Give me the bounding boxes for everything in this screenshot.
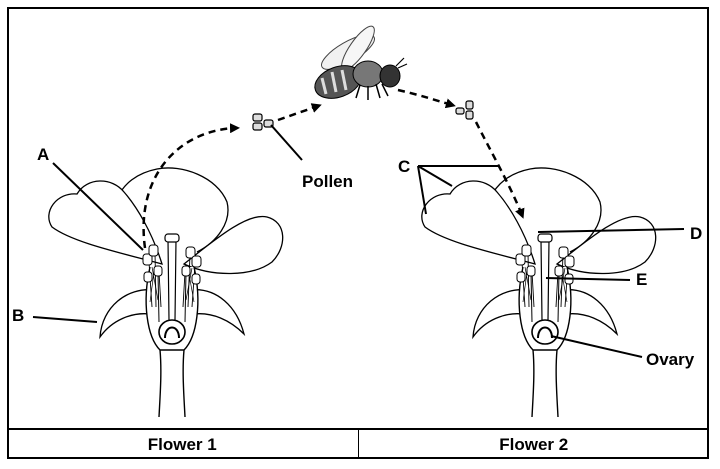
caption-flower-1: Flower 1 (7, 430, 359, 459)
label-ovary: Ovary (646, 350, 695, 369)
pollen-path-to-flower2 (474, 121, 525, 219)
pollen-path-from-bee (397, 88, 456, 109)
label-pollen: Pollen (302, 172, 353, 191)
label-c: C (398, 157, 410, 176)
label-e: E (636, 270, 647, 289)
pollen-path-to-bee (277, 103, 322, 122)
flower-1-illustration (47, 166, 284, 418)
pollen-grains-right (455, 100, 474, 120)
pollen-path-from-flower1 (142, 123, 240, 249)
label-d: D (690, 224, 702, 243)
caption-row: Flower 1 Flower 2 (7, 428, 709, 459)
bee-illustration (314, 25, 408, 100)
caption-flower-2: Flower 2 (499, 434, 569, 454)
pollen-grains-left (252, 113, 274, 131)
label-a: A (37, 145, 49, 164)
flower-2-illustration (420, 166, 657, 418)
leader-lines (32, 124, 685, 358)
label-b: B (12, 306, 24, 325)
